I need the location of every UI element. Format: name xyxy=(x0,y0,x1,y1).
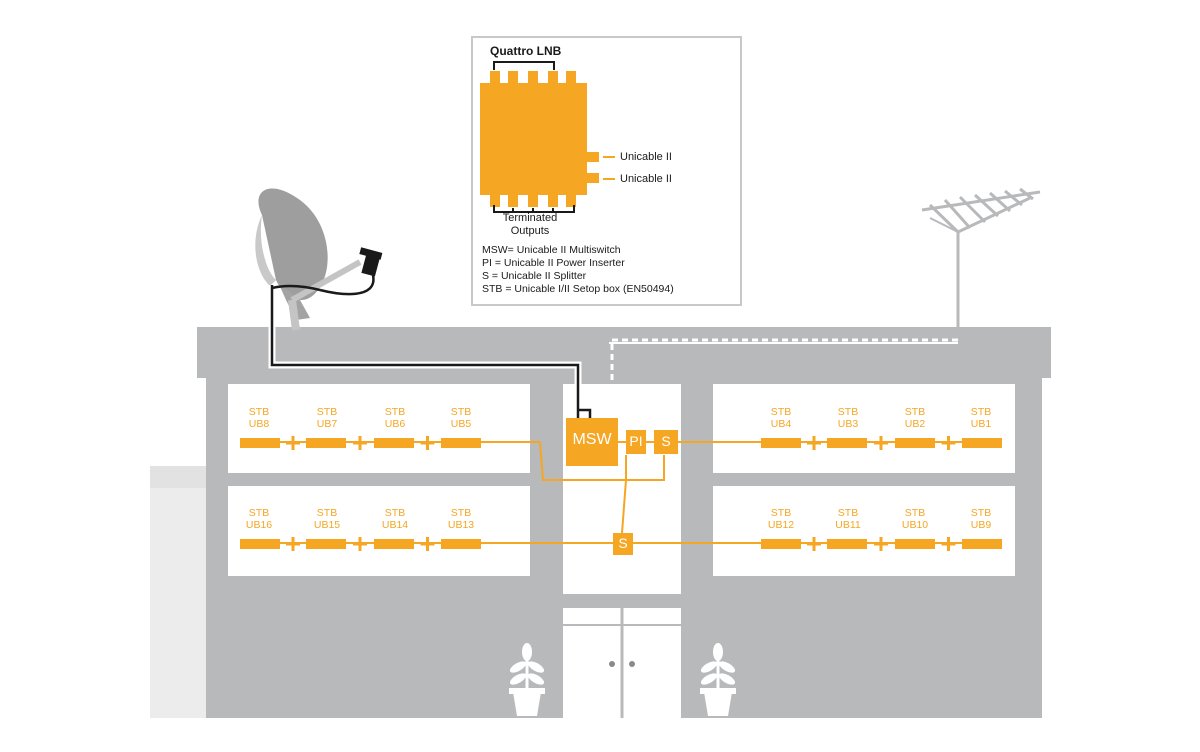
plus-sign xyxy=(353,537,367,551)
plus-sign xyxy=(941,537,956,551)
splitter-label: S xyxy=(661,433,671,449)
plus-sign xyxy=(874,436,888,450)
stb-bar xyxy=(827,438,867,448)
stb-bar xyxy=(240,438,280,448)
stb-bar xyxy=(895,438,935,448)
stb-bar xyxy=(306,539,346,549)
msw-box xyxy=(566,418,618,466)
room-bottom-left xyxy=(228,486,530,576)
stb-bar xyxy=(895,539,935,549)
stb-bar xyxy=(306,438,346,448)
satellite-cable xyxy=(270,285,580,410)
room-bottom-right xyxy=(713,486,1015,576)
legend-item: MSW= Unicable II Multiswitch xyxy=(482,244,621,256)
side-building xyxy=(150,466,210,718)
stb-bar xyxy=(240,539,280,549)
splitter-top-box xyxy=(654,430,678,454)
lnb-output-label: Unicable II xyxy=(620,151,672,163)
plus-sign xyxy=(807,436,821,450)
tv-antenna-icon xyxy=(921,187,1041,340)
plus-sign xyxy=(874,537,888,551)
plus-sign xyxy=(420,537,435,551)
plus-sign xyxy=(420,436,435,450)
room-top-left xyxy=(228,384,530,473)
door-icon xyxy=(563,608,681,718)
legend-item: S = Unicable II Splitter xyxy=(482,270,587,282)
plus-sign xyxy=(941,436,956,450)
stb-bars xyxy=(240,436,1002,551)
antenna-cable xyxy=(610,338,958,410)
lnb-title: Quattro LNB xyxy=(490,44,562,58)
pi-box xyxy=(626,430,646,454)
stb-bar xyxy=(827,539,867,549)
plant-icon xyxy=(700,643,736,716)
stairwell xyxy=(563,384,681,594)
stb-bar xyxy=(374,438,414,448)
splitter-bottom-box xyxy=(613,533,633,555)
satellite-dish-icon xyxy=(255,188,383,331)
plus-sign xyxy=(286,436,300,450)
terminated-outputs-label: Terminated Outputs xyxy=(502,212,558,237)
quattro-lnb-icon xyxy=(480,61,615,213)
msw-label: MSW xyxy=(572,431,612,448)
splitter-label: S xyxy=(618,535,628,551)
stb-bar xyxy=(962,539,1002,549)
stb-bar xyxy=(761,539,801,549)
plus-sign xyxy=(286,537,300,551)
stb-bar xyxy=(374,539,414,549)
lnb-output-label: Unicable II xyxy=(620,173,672,185)
legend: MSW= Unicable II Multiswitch PI = Unicab… xyxy=(482,244,674,296)
legend-item: PI = Unicable II Power Inserter xyxy=(482,257,625,269)
legend-item: STB = Unicable I/II Setop box (EN50494) xyxy=(482,283,674,295)
stb-bar xyxy=(761,438,801,448)
plus-sign xyxy=(807,537,821,551)
plant-icon xyxy=(509,643,545,716)
stb-bar xyxy=(962,438,1002,448)
stb-bar xyxy=(441,539,481,549)
stb-bar xyxy=(441,438,481,448)
plus-sign xyxy=(353,436,367,450)
pi-label: PI xyxy=(629,433,643,449)
roof xyxy=(197,327,1051,378)
room-top-right xyxy=(713,384,1015,473)
